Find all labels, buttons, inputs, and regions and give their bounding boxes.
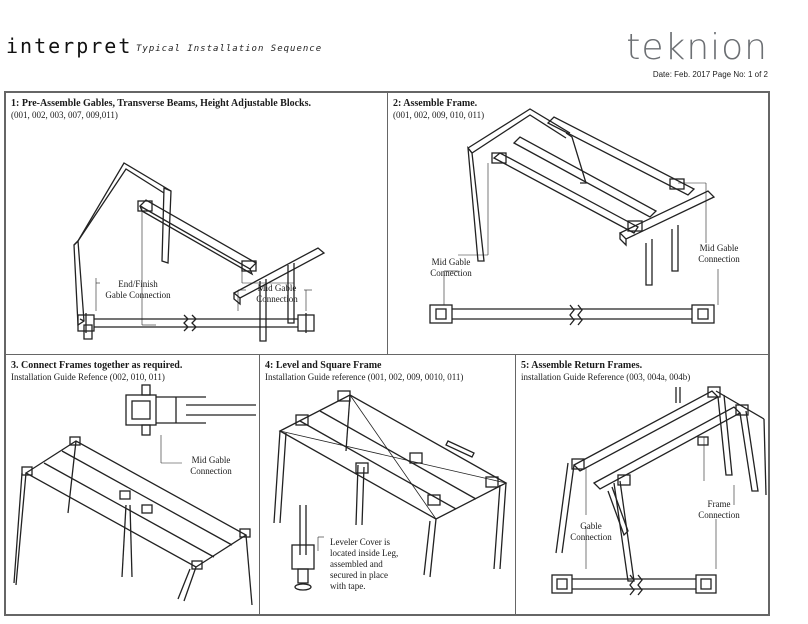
step-5-callout-frame: Frame Connection (698, 499, 740, 520)
step-3-illustration (13, 384, 256, 606)
step-5-reference: installation Guide Reference (003, 004a,… (521, 372, 691, 382)
brand-logo: teknion (626, 27, 768, 68)
step-3-title: 3. Connect Frames together as required. (11, 360, 183, 371)
step-3-callout-mid-gable: Mid Gable Connection (190, 455, 232, 476)
step-1-callout-mid-gable: Mid Gable Connection (256, 283, 298, 304)
document-meta: Date: Feb. 2017 Page No: 1 of 2 (652, 70, 768, 79)
step-5-callout-gable: Gable Connection (570, 521, 612, 542)
step-1-title: 1: Pre-Assemble Gables, Transverse Beams… (11, 98, 311, 109)
step-1-callout-end-gable: End/Finish Gable Connection (105, 279, 171, 300)
step-5-illustration (551, 386, 767, 596)
step-5-title: 5: Assemble Return Frames. (521, 360, 643, 371)
step-3-reference: Installation Guide Refence (002, 010, 01… (11, 372, 165, 382)
step-4-title: 4: Level and Square Frame (265, 360, 382, 371)
step-2-callout-mid-gable-right: Mid Gable Connection (698, 243, 740, 264)
step-1-illustration (73, 162, 326, 342)
step-5-panel: 5: Assemble Return Frames. installation … (516, 355, 768, 616)
step-2-illustration (429, 108, 719, 326)
step-3-panel: 3. Connect Frames together as required. … (6, 355, 260, 616)
step-2-reference: (001, 002, 009, 010, 011) (393, 110, 485, 120)
instruction-frame: 1: Pre-Assemble Gables, Transverse Beams… (4, 91, 770, 616)
document-subtitle: Typical Installation Sequence (136, 44, 323, 54)
step-2-callout-mid-gable-left: Mid Gable Connection (430, 257, 472, 278)
step-4-reference: Installation Guide reference (001, 002, … (265, 372, 464, 382)
step-2-panel: 2: Assemble Frame. (001, 002, 009, 010, … (388, 93, 768, 355)
step-4-illustration (273, 390, 508, 591)
step-4-callout-leveler: Leveler Cover is located inside Leg, ass… (330, 537, 399, 591)
product-name: interpret (6, 34, 133, 58)
step-1-panel: 1: Pre-Assemble Gables, Transverse Beams… (6, 93, 388, 355)
step-4-panel: 4: Level and Square Frame Installation G… (260, 355, 516, 616)
step-1-reference: (001, 002, 003, 007, 009,011) (11, 110, 118, 120)
step-2-title: 2: Assemble Frame. (393, 98, 478, 109)
